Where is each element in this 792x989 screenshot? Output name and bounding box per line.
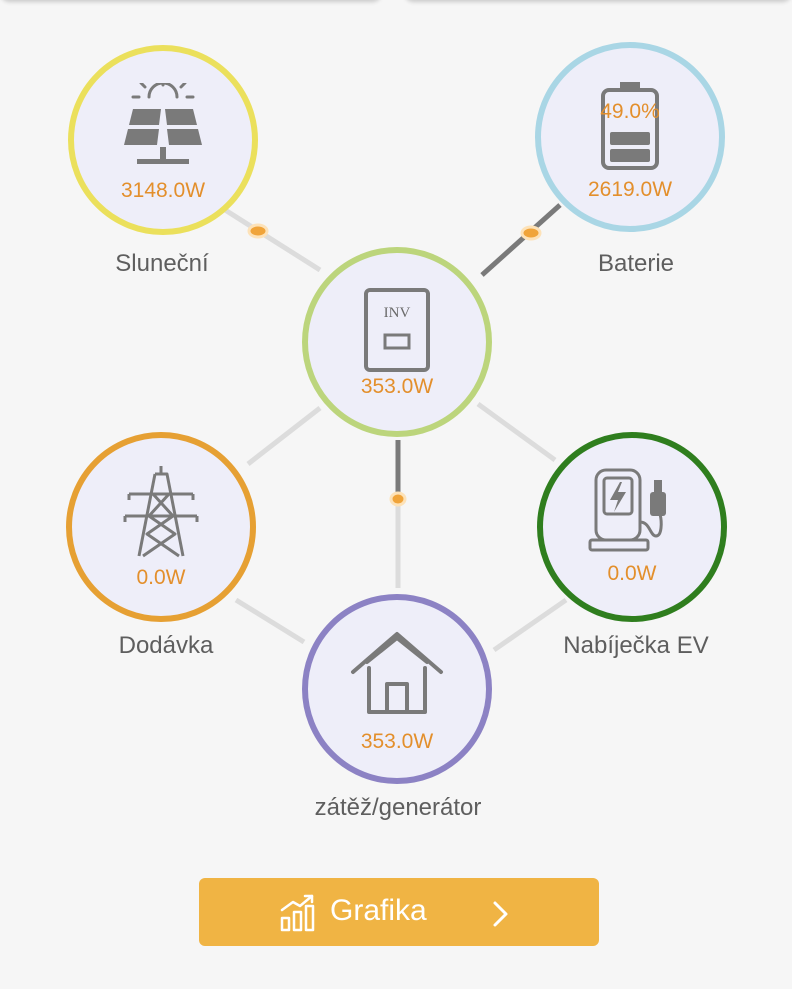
load-node[interactable]: 353.0W (302, 594, 492, 784)
flow-line-battery (480, 203, 562, 277)
inverter-power-value: 353.0W (360, 375, 434, 398)
battery-icon (601, 82, 659, 170)
grid-node[interactable]: 0.0W (66, 432, 256, 622)
inverter-icon-text: INV (384, 305, 411, 321)
chart-icon (280, 894, 315, 932)
solar-label: Sluneční (115, 250, 209, 277)
flow-line-solar (220, 205, 322, 273)
battery-power-value: 2619.0W (587, 178, 673, 201)
load-power-value: 353.0W (360, 730, 434, 753)
battery-node[interactable]: 49.0% 2619.0W (535, 42, 725, 232)
flow-line-grid-load (234, 597, 306, 645)
flow-dot-solar (247, 223, 269, 239)
ev-power-value: 0.0W (607, 562, 657, 585)
grafika-button[interactable]: Grafika (199, 878, 599, 946)
battery-soc-value: 49.0% (600, 100, 660, 123)
ev-charger-icon (588, 468, 666, 552)
load-label: zátěž/generátor (314, 794, 482, 821)
inverter-icon: INV (364, 288, 430, 372)
power-tower-icon (123, 466, 199, 558)
flow-line-ev-load (492, 597, 568, 653)
solar-power-value: 3148.0W (120, 179, 206, 202)
battery-label: Baterie (597, 250, 675, 277)
chevron-right-icon (493, 901, 508, 927)
solar-panel-icon (124, 83, 202, 164)
solar-node[interactable]: 3148.0W (68, 45, 258, 235)
flow-dot-battery (520, 225, 542, 241)
ev-charger-node[interactable]: 0.0W (537, 432, 727, 622)
ev-label: Nabíječka EV (563, 632, 709, 659)
grafika-button-label: Grafika (330, 894, 427, 927)
flow-line-ev (476, 401, 557, 463)
flow-line-grid (246, 406, 322, 466)
inverter-node[interactable]: INV 353.0W (302, 247, 492, 437)
flow-dot-load (389, 491, 407, 507)
grid-power-value: 0.0W (136, 566, 186, 589)
house-icon (351, 632, 443, 714)
grid-label: Dodávka (118, 632, 214, 659)
